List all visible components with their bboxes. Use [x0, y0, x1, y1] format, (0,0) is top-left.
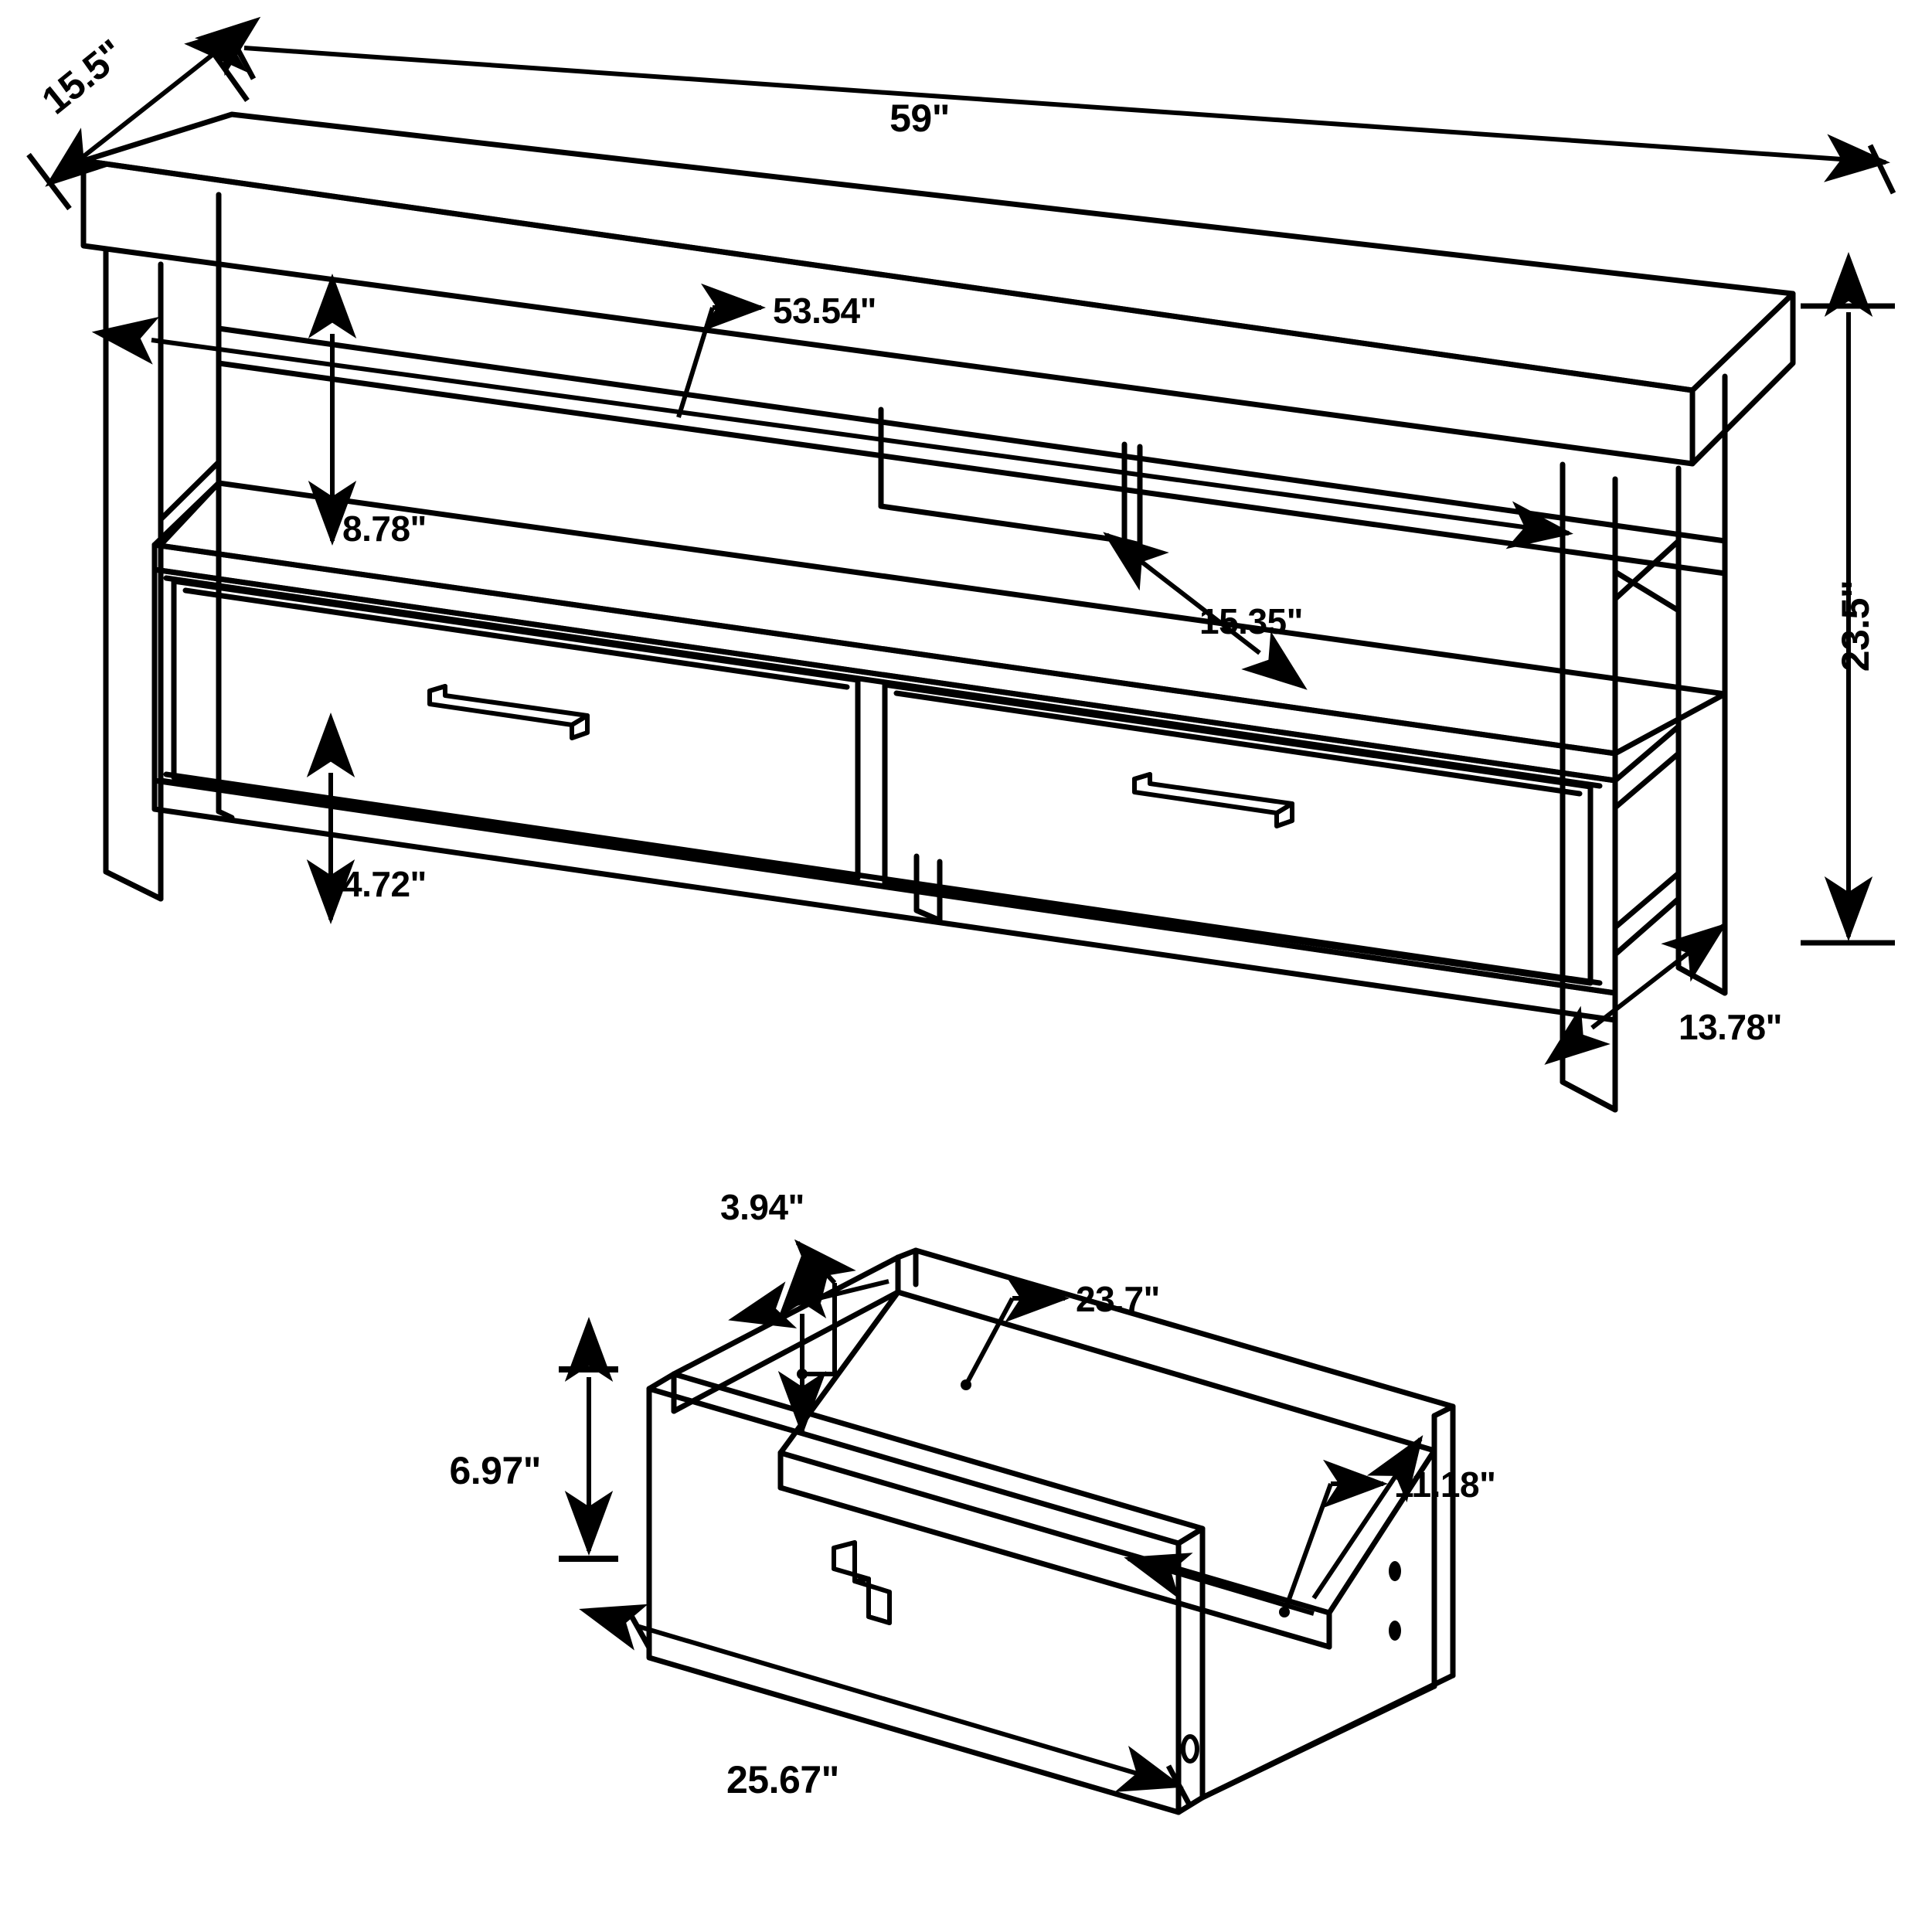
- dimline-drawer-face-height: [559, 1317, 618, 1562]
- dimline-height-overall: [1801, 252, 1895, 946]
- dimension-label-drawer-inner-depth: 11.18": [1394, 1464, 1495, 1505]
- dimline-leg-span-depth: [1544, 923, 1727, 1065]
- dimension-label-drawer-side-height: 3.94": [720, 1187, 804, 1227]
- dimline-drawer-inner-width: [728, 1274, 1070, 1390]
- dimension-label-height-overall: 23.5": [1834, 580, 1877, 672]
- drawer-dimension-text: 6.97" 25.67" 3.94" 23.7" 11.18": [449, 1187, 1495, 1801]
- drawer-front-left: [171, 578, 861, 881]
- drawer-screw-holes: [1389, 1561, 1401, 1641]
- dimension-label-shelf-depth: 15.35": [1199, 601, 1303, 641]
- drawer-interior-left-panel: [777, 1254, 901, 1491]
- drawer-dimension-lines: [559, 1239, 1423, 1808]
- dimline-width-overall: [184, 24, 1896, 195]
- base-front-rail: [158, 777, 1618, 996]
- dimension-label-width-overall: 59": [889, 97, 950, 140]
- dimline-drawer-side-height: [777, 1239, 856, 1436]
- dimline-drawer-inner-depth: [1124, 1435, 1423, 1617]
- dimension-label-drawer-face-width: 25.67": [726, 1758, 839, 1801]
- drawer-wall-back: [1199, 1403, 1456, 1801]
- dimension-label-drawer-face-height: 6.97": [449, 1449, 541, 1492]
- dimension-label-leg-span-depth: 13.78": [1679, 1007, 1782, 1047]
- dimline-shelf-width: [91, 283, 1573, 549]
- dimension-label-shelf-height: 8.78": [342, 509, 427, 549]
- drawer-pull-right: [1132, 772, 1294, 828]
- dimension-label-drawer-inner-width: 23.7": [1076, 1279, 1160, 1319]
- dimline-drawer-face-width: [579, 1604, 1193, 1808]
- dimline-shelf-depth: [1103, 532, 1308, 690]
- dimension-label-leg-clearance: 4.72": [342, 864, 427, 904]
- drawer-pull-left: [427, 684, 590, 740]
- tv-stand-dimension-lines: [26, 16, 1896, 1065]
- dimension-label-shelf-width: 53.54": [773, 291, 876, 331]
